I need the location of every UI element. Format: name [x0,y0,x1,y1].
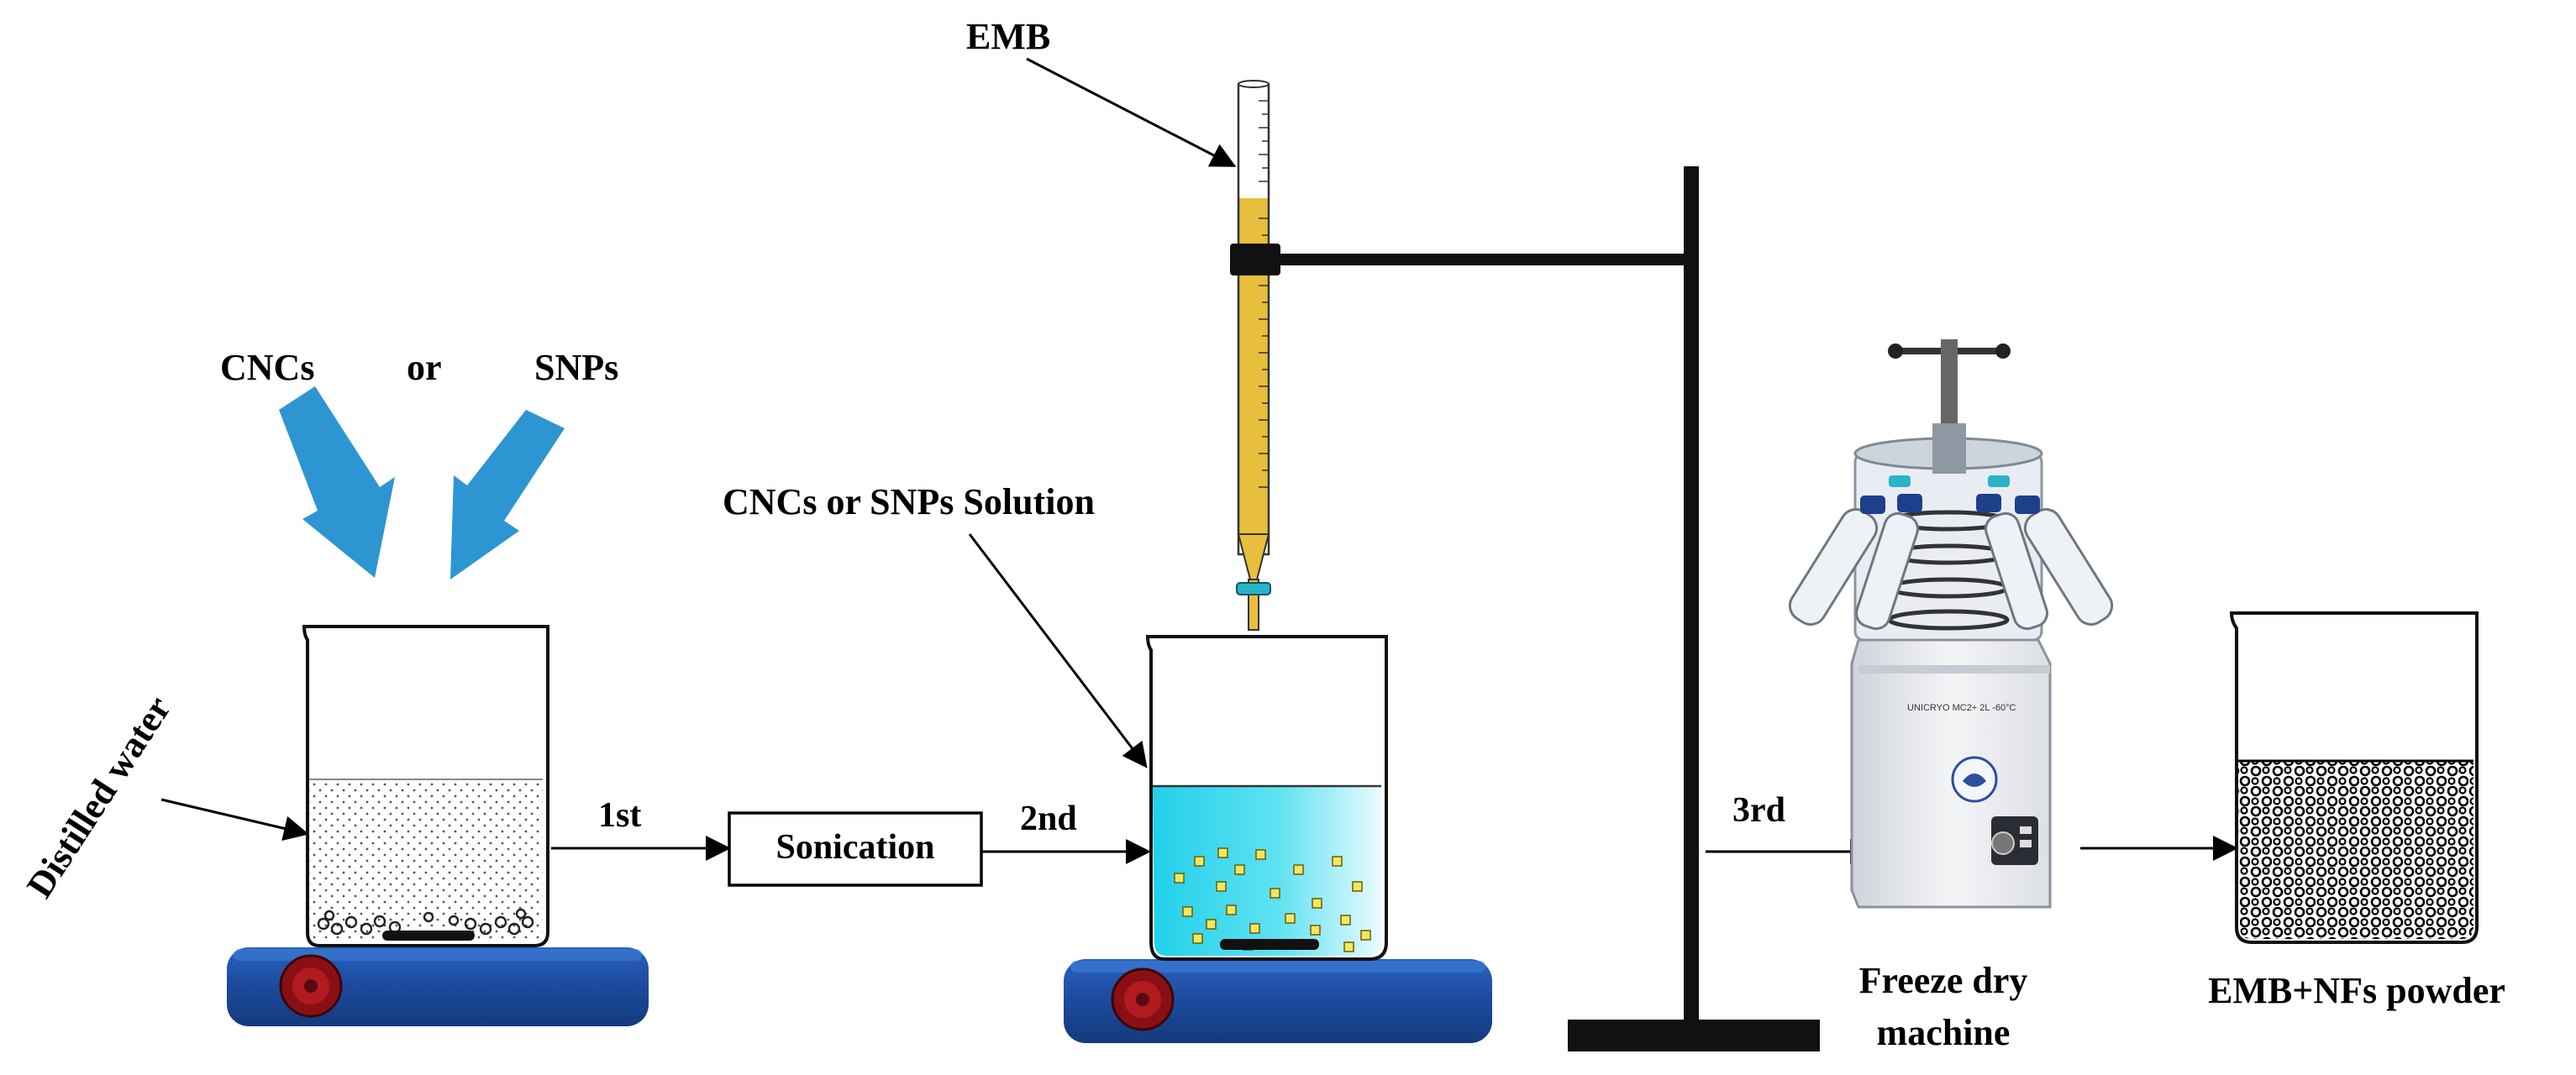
step3-label: 3rd [1732,791,1785,830]
solution-fill [1153,786,1381,956]
cncs-input-arrow [279,386,395,578]
emb-pointer [1026,57,1237,167]
ring-stand [1230,166,1820,1051]
cncs-label: CNCs [220,347,314,388]
burette-clamp [1230,244,1280,275]
stir-knob-2 [1111,968,1175,1031]
stir-bar-2 [1220,939,1319,950]
clamp-arm [1269,254,1689,265]
stand-base [1568,1020,1820,1051]
stand-rod [1684,166,1699,1040]
powder-label: EMB+NFs powder [2208,970,2505,1011]
stir-plate-2 [1064,959,1492,1043]
snps-label: SNPs [534,347,618,388]
nanoparticles [1174,847,1371,952]
distilled-water-pointer [160,798,309,842]
step1-label: 1st [598,796,641,835]
beaker-3 [2229,611,2479,944]
burette [1236,80,1271,631]
freeze-dry-machine: UNICRYO MC2+ 2L -60°C [1788,339,2114,909]
stir-plate-1 [227,947,649,1026]
freeze-dry-label-line1: Freeze dry [1859,960,2028,1001]
distilled-water-label: Distilled water [18,689,179,905]
powder-fill [2238,761,2473,939]
emb-label: EMB [966,16,1050,57]
stopcock [1236,582,1271,595]
stir-bar-1 [382,931,475,941]
power-knob [1991,831,2015,855]
settled-particles-1 [317,908,534,936]
step2-label: 2nd [1020,800,1077,838]
solution-pointer [968,533,1148,768]
solution-label: CNCs or SNPs Solution [723,481,1095,522]
beaker-1 [302,625,549,947]
snps-input-arrow [450,410,565,579]
machine-plate: UNICRYO MC2+ 2L -60°C [1907,703,2016,713]
stir-knob-1 [279,954,343,1018]
freeze-dry-label-line2: machine [1877,1012,2011,1053]
sonication-box [728,811,983,887]
or-label: or [407,347,442,388]
beaker-2 [1145,635,1388,961]
distilled-water-fill [309,779,543,941]
sonication-label: Sonication [775,828,934,867]
